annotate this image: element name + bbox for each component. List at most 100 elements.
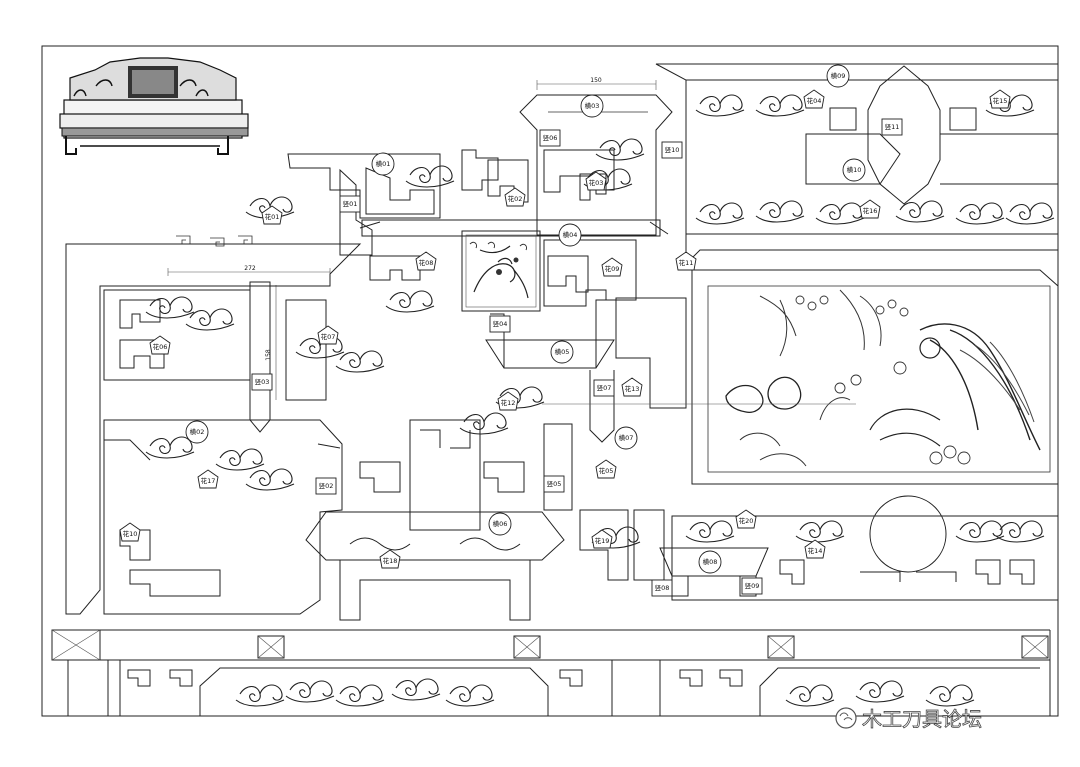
part-label-heng10: 横10 <box>842 158 866 182</box>
watermark: 木工刀具论坛 <box>835 707 982 731</box>
part-label-heng05: 横05 <box>550 340 574 364</box>
label-frame <box>842 158 866 182</box>
label-text: 花13 <box>625 384 640 393</box>
part-label-hua09: 花09 <box>601 257 623 277</box>
label-frame <box>859 199 881 219</box>
label-frame <box>614 426 638 450</box>
label-frame <box>675 251 697 271</box>
label-frame <box>804 539 826 559</box>
right-top-frame <box>655 63 1059 266</box>
central-bird-panel <box>461 230 541 312</box>
label-frame <box>489 315 511 333</box>
label-text: 竖02 <box>319 481 334 490</box>
label-text: 花02 <box>508 194 523 203</box>
label-frame <box>185 420 209 444</box>
label-frame <box>881 118 903 136</box>
part-label-hua08: 花08 <box>415 251 437 271</box>
part-label-hua02: 花02 <box>504 187 526 207</box>
part-label-shu10: 竖10 <box>661 141 683 159</box>
label-frame <box>735 509 757 529</box>
label-text: 竖03 <box>255 377 270 386</box>
part-label-heng01: 横01 <box>371 152 395 176</box>
label-text: 横02 <box>190 427 205 436</box>
part-label-hua01: 花01 <box>261 205 283 225</box>
part-label-heng02: 横02 <box>185 420 209 444</box>
label-text: 花10 <box>123 529 138 538</box>
label-frame <box>315 477 337 495</box>
label-text: 横04 <box>563 230 578 239</box>
part-label-hua05: 花05 <box>595 459 617 479</box>
part-label-hua13: 花13 <box>621 377 643 397</box>
label-text: 花18 <box>383 556 398 565</box>
label-frame <box>339 195 361 213</box>
part-label-hua07: 花07 <box>317 325 339 345</box>
left-frame-pieces <box>65 243 362 615</box>
label-text: 横10 <box>847 165 862 174</box>
part-label-hua19: 花19 <box>591 529 613 549</box>
dimension-left: 272 <box>244 265 256 272</box>
label-frame <box>601 257 623 277</box>
part-label-hua17: 花17 <box>197 469 219 489</box>
label-frame <box>803 89 825 109</box>
part-label-hua04: 花04 <box>803 89 825 109</box>
label-text: 花03 <box>589 178 604 187</box>
dimension-top: 150 <box>590 77 602 84</box>
part-label-heng07: 横07 <box>614 426 638 450</box>
label-text: 横01 <box>376 159 391 168</box>
label-text: 花09 <box>605 264 620 273</box>
part-label-shu02: 竖02 <box>315 477 337 495</box>
part-label-hua10: 花10 <box>119 522 141 542</box>
label-frame <box>371 152 395 176</box>
label-text: 横03 <box>585 101 600 110</box>
label-frame <box>826 64 850 88</box>
label-text: 横09 <box>831 71 846 80</box>
label-text: 竖05 <box>547 479 562 488</box>
throne-thumbnail <box>59 57 249 155</box>
label-frame <box>593 379 615 397</box>
label-frame <box>741 577 763 595</box>
part-label-hua12: 花12 <box>497 391 519 411</box>
label-frame <box>661 141 683 159</box>
label-text: 花05 <box>599 466 614 475</box>
part-label-shu06: 竖06 <box>539 129 561 147</box>
part-label-hua14: 花14 <box>804 539 826 559</box>
label-frame <box>149 335 171 355</box>
label-frame <box>261 205 283 225</box>
part-label-heng09: 横09 <box>826 64 850 88</box>
label-text: 竖04 <box>493 319 508 328</box>
label-text: 花17 <box>201 476 216 485</box>
label-frame <box>651 579 673 597</box>
label-frame <box>488 512 512 536</box>
label-text: 花01 <box>265 212 280 221</box>
part-label-hua06: 花06 <box>149 335 171 355</box>
label-text: 花07 <box>321 332 336 341</box>
label-text: 花16 <box>863 206 878 215</box>
part-label-hua20: 花20 <box>735 509 757 529</box>
lower-center-seat <box>305 419 573 621</box>
label-frame <box>543 475 565 493</box>
peacock-panel <box>640 269 1059 485</box>
label-text: 横05 <box>555 347 570 356</box>
part-label-hua15: 花15 <box>989 89 1011 109</box>
label-text: 竖01 <box>343 199 358 208</box>
label-frame <box>698 550 722 574</box>
label-text: 花04 <box>807 96 822 105</box>
label-frame <box>585 171 607 191</box>
part-label-shu07: 竖07 <box>593 379 615 397</box>
label-text: 横07 <box>619 433 634 442</box>
label-text: 花14 <box>808 546 823 555</box>
part-label-shu03: 竖03 <box>251 373 273 391</box>
label-frame <box>119 522 141 542</box>
label-text: 竖07 <box>597 383 612 392</box>
part-label-shu05: 竖05 <box>543 475 565 493</box>
part-label-heng04: 横04 <box>558 223 582 247</box>
label-frame <box>550 340 574 364</box>
bottom-band <box>51 629 1051 717</box>
label-frame <box>504 187 526 207</box>
label-frame <box>197 469 219 489</box>
label-frame <box>379 549 401 569</box>
part-label-hua03: 花03 <box>585 171 607 191</box>
label-frame <box>580 94 604 118</box>
label-text: 横08 <box>703 557 718 566</box>
